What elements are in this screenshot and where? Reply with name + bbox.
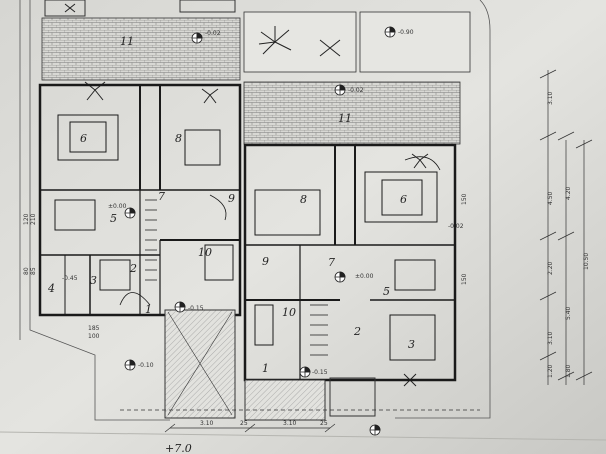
top-structure-left — [44, 0, 86, 17]
room-left-1: 1 — [145, 303, 152, 316]
paper-fold — [0, 431, 606, 441]
dim-bottom-3: 25 — [240, 420, 248, 427]
level-terrace-right: -0.02 — [448, 223, 464, 230]
dim-right-9: 1.80 — [565, 364, 572, 378]
room-right-8: 8 — [300, 193, 307, 206]
room-right-7: 7 — [328, 256, 335, 269]
room-right-9: 9 — [262, 255, 269, 268]
room-right-5: 5 — [383, 285, 390, 298]
dim-bottom-1: 3.10 — [200, 420, 214, 427]
level-texts: -0.02 -0.02 -0.90 -0.02 ±0.00 ±0.00 -0.1… — [62, 29, 464, 376]
room-right-6: 6 — [400, 193, 407, 206]
room-left-9: 9 — [228, 192, 235, 205]
dim-right-4: 2.20 — [547, 261, 554, 275]
room-right-3: 3 — [408, 338, 415, 351]
dim-left-5: 185 — [88, 325, 100, 332]
room-left-5: 5 — [110, 212, 117, 225]
dim-left-6: 100 — [88, 333, 100, 340]
courtyard-top-right — [359, 11, 471, 73]
dim-right-8: 1.20 — [547, 364, 554, 378]
dims-left: 120 210 80 85 185 100 150 150 — [23, 193, 468, 340]
bottom-annotation: +7.0 — [165, 442, 192, 454]
dim-right-3: 4.20 — [565, 186, 572, 200]
level-stair-left: -0.45 — [62, 275, 78, 282]
level-right-floor: ±0.00 — [355, 273, 374, 280]
dim-bottom-2: 3.10 — [283, 420, 297, 427]
room-left-11: 11 — [120, 35, 134, 48]
dims-right: 3.10 4.50 4.20 2.20 10.50 5.40 3.10 1.20… — [547, 91, 590, 378]
left-unit — [38, 83, 242, 317]
courtyard-top — [243, 11, 357, 73]
dim-left-8: 150 — [461, 273, 468, 285]
room-labels-left: 11 6 8 5 10 7 2 3 4 1 9 — [47, 35, 235, 316]
room-left-3: 3 — [90, 274, 97, 287]
dim-left-1: 120 — [23, 213, 30, 225]
room-left-10: 10 — [198, 246, 212, 259]
room-left-2: 2 — [129, 262, 137, 275]
right-unit — [243, 143, 457, 382]
dims-bottom: 3.10 3.10 25 25 — [200, 420, 328, 427]
dim-right-7: 3.10 — [547, 331, 554, 345]
room-labels-right: 11 6 8 5 10 7 2 3 1 9 — [262, 112, 415, 375]
level-top-mid: -0.02 — [348, 87, 364, 94]
dim-left-2: 210 — [30, 213, 37, 225]
terrace-left — [41, 17, 241, 81]
room-left-8: 8 — [175, 132, 182, 145]
room-right-10: 10 — [282, 306, 296, 319]
level-markers — [124, 26, 396, 436]
room-right-2: 2 — [353, 325, 361, 338]
level-entry-right: -0.15 — [312, 369, 328, 376]
dim-bottom-4: 25 — [320, 420, 328, 427]
dim-left-3: 80 — [23, 267, 30, 275]
level-top-right: -0.90 — [398, 29, 414, 36]
room-left-4: 4 — [47, 282, 55, 295]
level-top-left: -0.02 — [205, 30, 221, 37]
room-right-11: 11 — [338, 112, 352, 125]
dim-right-5: 10.50 — [583, 253, 590, 270]
level-bottom: -0.10 — [138, 362, 154, 369]
dim-right-2: 4.50 — [547, 191, 554, 205]
plot-border — [19, 0, 491, 421]
dim-left-4: 85 — [30, 267, 37, 275]
room-left-6: 6 — [80, 132, 87, 145]
dim-right-6: 5.40 — [565, 306, 572, 320]
dim-left-7: 150 — [461, 193, 468, 205]
room-right-1: 1 — [262, 362, 269, 375]
top-structure-mid — [179, 0, 236, 13]
room-left-7: 7 — [158, 190, 165, 203]
dimension-chains — [120, 69, 593, 433]
entrance-structures — [164, 309, 376, 421]
level-left-floor: ±0.00 — [108, 203, 127, 210]
dim-right-1: 3.10 — [547, 91, 554, 105]
level-entry-left: -0.15 — [188, 305, 204, 312]
